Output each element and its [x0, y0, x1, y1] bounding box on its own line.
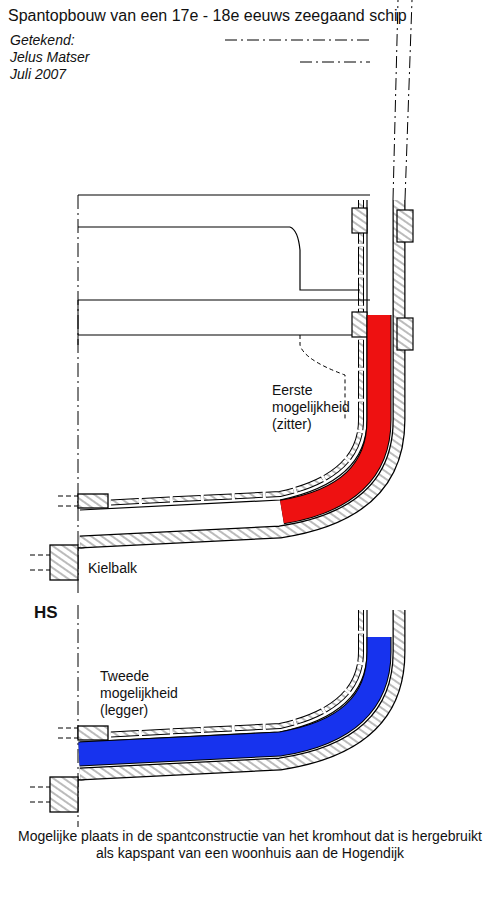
caption: Mogelijke plaats in de spantconstructie … [10, 828, 490, 862]
dim-line [58, 496, 78, 497]
clamp [352, 208, 367, 233]
planking [80, 200, 399, 542]
planking-outline [80, 200, 399, 542]
deck-beam [78, 194, 370, 195]
dim-line [58, 728, 78, 729]
frame-line [80, 200, 367, 510]
keel-beam [50, 777, 78, 812]
dim-line [58, 738, 78, 739]
dim-line [30, 555, 50, 556]
author-label: Jelus Matser [10, 49, 89, 66]
deck-beam [78, 226, 290, 227]
frame-outline [79, 637, 379, 754]
deck-beam [78, 300, 79, 345]
side-extension [405, 0, 412, 200]
planking-outline [80, 610, 399, 774]
deck-beam [78, 334, 360, 335]
dim-line [58, 506, 78, 507]
part-name: Kielbalk [88, 560, 137, 577]
author-label: Getekend: [10, 32, 75, 49]
wale [397, 210, 413, 242]
clamp [352, 312, 367, 337]
date-label: Juli 2007 [10, 66, 66, 83]
ceiling [80, 610, 361, 736]
keelson [78, 494, 108, 508]
planking [80, 610, 399, 774]
knee [290, 227, 360, 290]
ceiling-outline [80, 610, 361, 736]
keel-beam [50, 545, 78, 580]
title: Spantopbouw van een 17e - 18e eeuws zeeg… [8, 6, 492, 25]
keelson [78, 726, 108, 740]
centre-line [78, 195, 79, 595]
deck-beam [78, 299, 370, 300]
axis-label: HS [34, 603, 58, 623]
wale [397, 318, 413, 350]
ceiling [80, 200, 361, 504]
option-label: Eerste mogelijkheid (zitter) [272, 382, 364, 432]
side-extension [393, 0, 398, 200]
option-label: Tweede mogelijkheid (legger) [100, 668, 200, 718]
dim-line [30, 802, 50, 803]
legger-frame [79, 637, 379, 754]
deck-line [300, 62, 370, 63]
deck-line [225, 40, 370, 41]
dim-line [30, 787, 50, 788]
dim-line [30, 570, 50, 571]
ceiling-outline [80, 200, 361, 504]
